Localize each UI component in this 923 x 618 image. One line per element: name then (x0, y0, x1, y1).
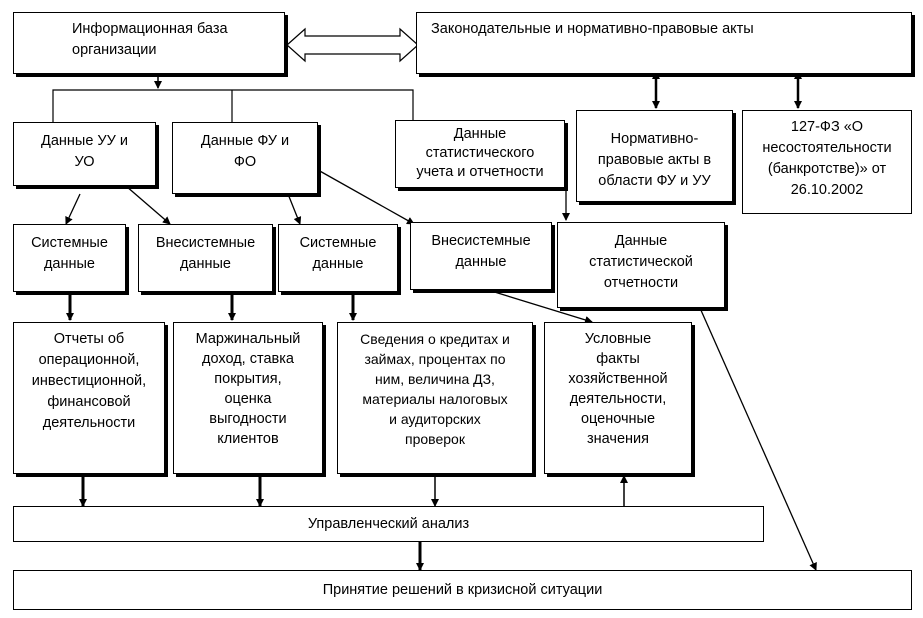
arrow-uu-system (65, 193, 81, 225)
node-nonsystem-data-1-label: Внесистемные данные (155, 235, 256, 272)
node-info-base-label: Информационная база организации (72, 21, 228, 58)
node-legal-acts: Законодательные и нормативно-правовые ак… (416, 12, 912, 74)
arrow-nonsystem2-contingent (487, 289, 593, 324)
node-crisis-decisions-label: Принятие решений в кризисной ситуации (322, 581, 603, 598)
node-data-uu-uo-label: Данные УУ и УО (41, 133, 128, 170)
node-management-analysis-label: Управленческий анализ (307, 515, 470, 532)
node-data-stat-accounting: Данные статистического учета и отчетност… (395, 120, 565, 188)
node-system-data-1-label: Системные данные (31, 235, 108, 272)
bidirectional-outline-arrow (286, 27, 419, 63)
node-law-127: 127-ФЗ «О несостоятельности (банкротстве… (742, 110, 912, 214)
arrow-uu-nonsystem (125, 185, 171, 225)
node-system-data-2-label: Системные данные (299, 235, 377, 272)
node-contingent-facts-label: Условные факты хозяйственной деятельност… (568, 331, 668, 447)
node-normative-fu-uu-label: Нормативно- правовые акты в области ФУ и… (597, 131, 712, 189)
node-contingent-facts: Условные факты хозяйственной деятельност… (544, 322, 692, 474)
node-law-127-label: 127-ФЗ «О несостоятельности (банкротстве… (762, 119, 892, 198)
node-nonsystem-data-1: Внесистемные данные (138, 224, 273, 292)
node-legal-acts-label: Законодательные и нормативно-правовые ак… (431, 21, 754, 37)
node-reports: Отчеты об операционной, инвестиционной, … (13, 322, 165, 474)
arrow-fu-nonsystem (317, 169, 415, 225)
node-nonsystem-data-2-label: Внесистемные данные (431, 233, 531, 270)
node-credit-info: Сведения о кредитах и займах, процентах … (337, 322, 533, 474)
distribution-line (52, 89, 414, 122)
node-system-data-1: Системные данные (13, 224, 126, 292)
node-info-base: Информационная база организации (13, 12, 285, 74)
node-crisis-decisions: Принятие решений в кризисной ситуации (13, 570, 912, 610)
node-management-analysis: Управленческий анализ (13, 506, 764, 542)
node-normative-fu-uu: Нормативно- правовые акты в области ФУ и… (576, 110, 733, 202)
node-marginal-income: Маржинальный доход, ставка покрытия, оце… (173, 322, 323, 474)
node-reports-label: Отчеты об операционной, инвестиционной, … (31, 331, 147, 431)
arrow-fu-system (287, 193, 302, 225)
node-marginal-income-label: Маржинальный доход, ставка покрытия, оце… (195, 331, 301, 447)
node-stat-reporting-data: Данные статистической отчетности (557, 222, 725, 308)
arrow-statreport-decisions (699, 307, 817, 571)
node-stat-reporting-data-label: Данные статистической отчетности (589, 233, 693, 291)
node-nonsystem-data-2: Внесистемные данные (410, 222, 552, 290)
node-credit-info-label: Сведения о кредитах и займах, процентах … (360, 331, 510, 447)
node-data-fu-fo-label: Данные ФУ и ФО (200, 133, 290, 170)
node-data-uu-uo: Данные УУ и УО (13, 122, 156, 186)
node-data-fu-fo: Данные ФУ и ФО (172, 122, 318, 194)
node-data-stat-accounting-label: Данные статистического учета и отчетност… (416, 126, 544, 180)
node-system-data-2: Системные данные (278, 224, 398, 292)
